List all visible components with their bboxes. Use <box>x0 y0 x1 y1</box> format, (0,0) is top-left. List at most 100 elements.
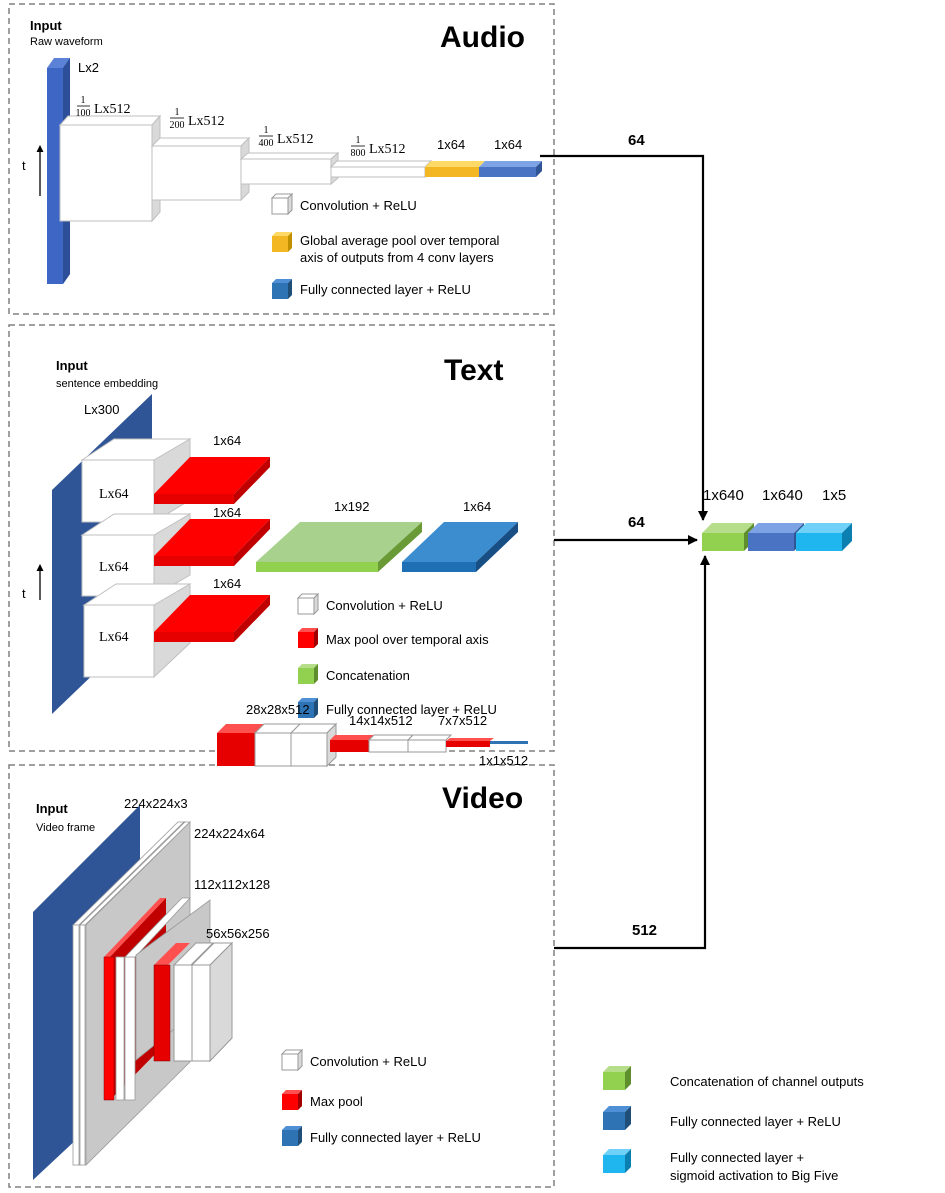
text-legend: Convolution + ReLU Max pool over tempora… <box>296 592 497 718</box>
svg-text:400: 400 <box>259 138 274 149</box>
text-fc-dim: 1x64 <box>463 499 491 514</box>
audio-legend-gap-2: axis of outputs from 4 conv layers <box>300 250 494 265</box>
audio-gap-block <box>425 161 485 177</box>
video-dim-14x14x512: 14x14x512 <box>349 713 413 728</box>
audio-conv-block-3 <box>239 151 340 186</box>
white-cube-icon <box>280 1048 304 1072</box>
video-conv-block-28 <box>253 722 338 768</box>
video-pool-block-2 <box>153 943 190 1062</box>
blue-cube-icon <box>603 1106 631 1130</box>
fusion-dim-fc: 1x640 <box>762 487 803 504</box>
text-title: Text <box>444 354 503 387</box>
video-legend-conv: Convolution + ReLU <box>310 1054 427 1069</box>
white-cube-icon <box>296 592 320 616</box>
svg-text:Lx512: Lx512 <box>188 114 225 129</box>
green-cube-icon <box>603 1066 631 1090</box>
fusion-legend: Concatenation of channel outputs Fully c… <box>603 1066 864 1183</box>
audio-conv-block-1 <box>58 114 162 223</box>
svg-text:Lx512: Lx512 <box>94 102 131 117</box>
audio-flow-label: 64 <box>628 132 645 149</box>
video-conv-block-112 <box>115 897 191 1101</box>
text-pool-dim-2: 1x64 <box>213 505 241 520</box>
video-pool-block-3 <box>217 724 264 766</box>
video-dim-28x28x512: 28x28x512 <box>246 702 310 717</box>
audio-panel <box>8 3 555 315</box>
text-concat-dim: 1x192 <box>334 499 369 514</box>
text-legend-concat: Concatenation <box>326 668 410 683</box>
video-dim-112x112x128: 112x112x128 <box>194 877 270 892</box>
video-legend-pool: Max pool <box>310 1094 363 1109</box>
audio-conv-block-2 <box>150 136 251 202</box>
audio-conv-block-4 <box>329 159 433 179</box>
audio-frac-label-4: 1 800 Lx512 <box>351 135 406 159</box>
text-pool-dim-3: 1x64 <box>213 576 241 591</box>
fusion-sigmoid-block <box>796 523 852 551</box>
yellow-cube-icon <box>272 232 292 252</box>
fusion-concat-block <box>702 523 754 551</box>
blue-cube-icon <box>282 1126 302 1146</box>
text-fc-block <box>402 522 518 572</box>
fusion-legend-sigmoid-1: Fully connected layer + <box>670 1150 804 1165</box>
audio-title: Audio <box>440 21 525 54</box>
fusion-fc-block <box>748 523 804 551</box>
text-pool-block-3 <box>154 595 270 642</box>
video-conv-block-14 <box>367 734 453 753</box>
audio-input-subtitle: Raw waveform <box>30 36 103 48</box>
green-cube-icon <box>298 664 318 684</box>
text-legend-pool: Max pool over temporal axis <box>326 632 489 647</box>
video-dim-224x224x64: 224x224x64 <box>194 826 265 841</box>
audio-input-dim: Lx2 <box>78 60 99 75</box>
svg-text:Lx512: Lx512 <box>277 132 314 147</box>
text-input-subtitle: sentence embedding <box>56 378 158 390</box>
video-fc-block <box>490 741 528 744</box>
video-dim-1x1x512: 1x1x512 <box>479 753 528 768</box>
fusion-dim-sigmoid: 1x5 <box>822 487 846 504</box>
svg-text:1: 1 <box>356 135 361 146</box>
svg-text:1: 1 <box>264 125 269 136</box>
fusion-legend-fc: Fully connected layer + ReLU <box>670 1114 841 1129</box>
text-legend-fc: Fully connected layer + ReLU <box>326 702 497 717</box>
svg-text:Lx512: Lx512 <box>369 142 406 157</box>
video-input-subtitle: Video frame <box>36 822 95 834</box>
svg-text:1: 1 <box>175 107 180 118</box>
video-input-title: Input <box>36 801 68 816</box>
audio-fc-dim: 1x64 <box>494 137 522 152</box>
text-conv-block-3 <box>82 583 192 679</box>
video-dim-56x56x256: 56x56x256 <box>206 926 270 941</box>
audio-frac-label-2: 1 200 Lx512 <box>170 107 225 131</box>
video-title: Video <box>442 782 523 815</box>
svg-text:200: 200 <box>170 120 185 131</box>
text-pool-dim-1: 1x64 <box>213 433 241 448</box>
text-conv-dim-2: Lx64 <box>99 560 129 575</box>
text-input-title: Input <box>56 358 88 373</box>
audio-legend-gap-1: Global average pool over temporal <box>300 233 500 248</box>
video-dim-7x7x512: 7x7x512 <box>438 713 487 728</box>
fusion-legend-concat: Concatenation of channel outputs <box>670 1074 864 1089</box>
video-pool-block-4 <box>330 735 374 752</box>
audio-fc-block <box>479 161 542 177</box>
audio-gap-dim: 1x64 <box>437 137 465 152</box>
red-cube-icon <box>298 628 318 648</box>
audio-legend-conv: Convolution + ReLU <box>300 198 417 213</box>
video-legend: Convolution + ReLU Max pool Fully connec… <box>280 1048 481 1146</box>
text-conv-dim-3: Lx64 <box>99 630 129 645</box>
video-pool-block-5 <box>446 738 494 747</box>
text-pool-block-2 <box>154 519 270 566</box>
video-flow-label: 512 <box>632 922 657 939</box>
text-input-dim: Lx300 <box>84 402 119 417</box>
blue-cube-icon <box>272 279 292 299</box>
fusion-legend-sigmoid-2: sigmoid activation to Big Five <box>670 1168 838 1183</box>
audio-input-title: Input <box>30 18 62 33</box>
audio-to-fusion-arrow <box>540 154 708 521</box>
svg-text:1: 1 <box>81 95 86 106</box>
fusion-dim-concat: 1x640 <box>703 487 744 504</box>
video-conv-block-56 <box>172 941 234 1063</box>
audio-time-label: t <box>22 158 26 173</box>
video-to-fusion-arrow <box>554 555 710 950</box>
audio-frac-label-1: 1 100 Lx512 <box>76 95 131 119</box>
blue-cube-icon <box>298 698 318 718</box>
text-conv-dim-1: Lx64 <box>99 487 129 502</box>
white-cube-icon <box>270 192 294 216</box>
text-time-label: t <box>22 586 26 601</box>
